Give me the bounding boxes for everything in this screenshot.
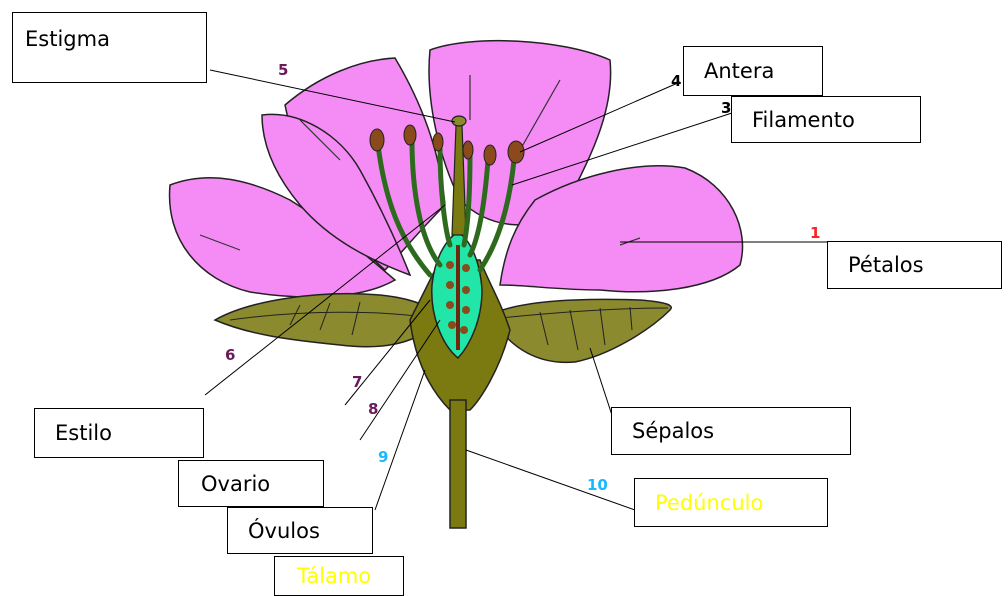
label-antera-text: Antera (704, 59, 774, 83)
peduncle (450, 400, 466, 528)
label-ovulos-text: Óvulos (248, 519, 320, 543)
label-estigma-text: Estigma (25, 27, 110, 51)
number-7: 7 (352, 373, 362, 391)
label-talamo[interactable]: Tálamo (274, 556, 404, 596)
number-3: 3 (721, 99, 731, 117)
label-filamento-text: Filamento (752, 108, 855, 132)
label-petalos-text: Pétalos (848, 253, 924, 277)
label-estigma[interactable]: Estigma (12, 12, 207, 83)
label-estilo[interactable]: Estilo (34, 408, 204, 458)
label-estilo-text: Estilo (55, 421, 112, 445)
stigma (452, 116, 466, 126)
number-1: 1 (810, 224, 820, 242)
number-8: 8 (368, 400, 378, 418)
label-pedunculo[interactable]: Pedúnculo (634, 478, 828, 527)
label-antera[interactable]: Antera (683, 46, 823, 96)
label-pedunculo-text: Pedúnculo (655, 491, 763, 515)
label-filamento[interactable]: Filamento (731, 96, 921, 143)
label-sepalos[interactable]: Sépalos (611, 407, 851, 455)
label-ovulos[interactable]: Óvulos (227, 507, 373, 554)
label-ovario[interactable]: Ovario (178, 460, 324, 507)
number-5: 5 (278, 61, 288, 79)
label-petalos[interactable]: Pétalos (827, 241, 1002, 289)
number-10: 10 (587, 476, 608, 494)
number-4: 4 (671, 72, 681, 90)
sepal-left (215, 294, 440, 347)
label-ovario-text: Ovario (201, 472, 270, 496)
number-9: 9 (378, 448, 388, 466)
label-talamo-text: Tálamo (297, 564, 371, 588)
sepal-right (490, 299, 671, 362)
number-6: 6 (225, 346, 235, 364)
label-sepalos-text: Sépalos (632, 419, 714, 443)
